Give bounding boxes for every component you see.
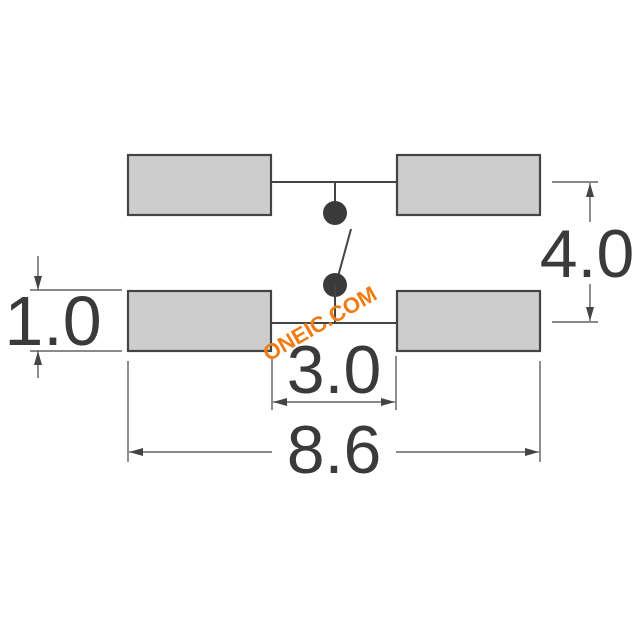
gap-dimension-label: 3.0	[287, 332, 382, 408]
width-arrow-right	[525, 448, 539, 456]
pitch-arrow-up	[586, 183, 594, 197]
width-arrow-left	[129, 448, 143, 456]
height-arrow-up	[34, 351, 42, 365]
dimension-pad-height: 1.0	[4, 256, 122, 378]
pitch-dimension-label: 4.0	[540, 216, 635, 292]
pad-top-right	[395, 153, 542, 217]
gap-label-background	[284, 340, 384, 396]
pitch-arrow-down	[586, 307, 594, 321]
gap-arrow-left	[273, 398, 287, 406]
dimension-overall-width: 8.6	[127, 361, 541, 488]
switch-contact-top	[323, 201, 347, 225]
pad-bottom-right	[395, 289, 542, 353]
dimension-pad-gap: 3.0	[271, 332, 397, 410]
gap-arrow-right	[381, 398, 395, 406]
width-dimension-label: 8.6	[287, 412, 382, 488]
height-dimension-label: 1.0	[4, 282, 101, 360]
pad-bottom-left	[126, 289, 273, 353]
pad-top-left	[126, 153, 273, 217]
height-arrow-down	[34, 276, 42, 290]
switch-symbol	[271, 181, 397, 324]
dimension-pad-pitch: 4.0	[540, 181, 635, 323]
